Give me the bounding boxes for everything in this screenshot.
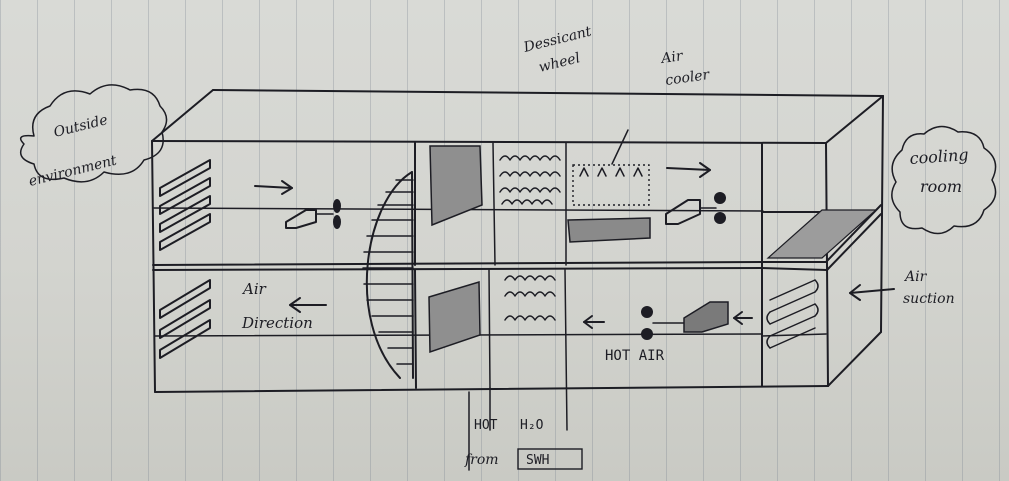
air-suction-label-1: Air (903, 269, 928, 285)
hot-water-word: HOT (474, 418, 498, 433)
fan-upper-left (286, 199, 341, 229)
desiccant-wheel-label-1: Dessicant (521, 24, 593, 57)
desiccant-panels (429, 146, 482, 352)
heating-coils (500, 156, 560, 320)
air-cooler-label-2: cooler (664, 67, 711, 89)
desiccant-wheel (363, 172, 413, 378)
air-cooler (568, 130, 650, 242)
fan-upper-right (666, 192, 726, 224)
air-suction-label-2: suction (903, 291, 955, 307)
desiccant-wheel-label-2: wheel (537, 50, 582, 76)
upper-left-louvres (160, 160, 210, 250)
hot-air-label: HOT AIR (605, 348, 665, 364)
air-direction-label-2: Direction (241, 314, 313, 332)
outside-environment-label-2: environment (27, 152, 119, 189)
hot-water-formula: H₂O (520, 418, 544, 433)
air-cooler-label-1: Air (658, 48, 685, 67)
outside-environment-label-1: Outside (52, 112, 109, 141)
air-direction-label-1: Air (241, 280, 267, 298)
cooling-room-label-2: room (920, 177, 962, 196)
suction-coil (767, 280, 818, 348)
cooling-room-label-1: cooling (909, 145, 969, 168)
from-label: from (464, 452, 499, 468)
lower-left-louvres (160, 280, 210, 358)
swh-label: SWH (526, 453, 549, 468)
